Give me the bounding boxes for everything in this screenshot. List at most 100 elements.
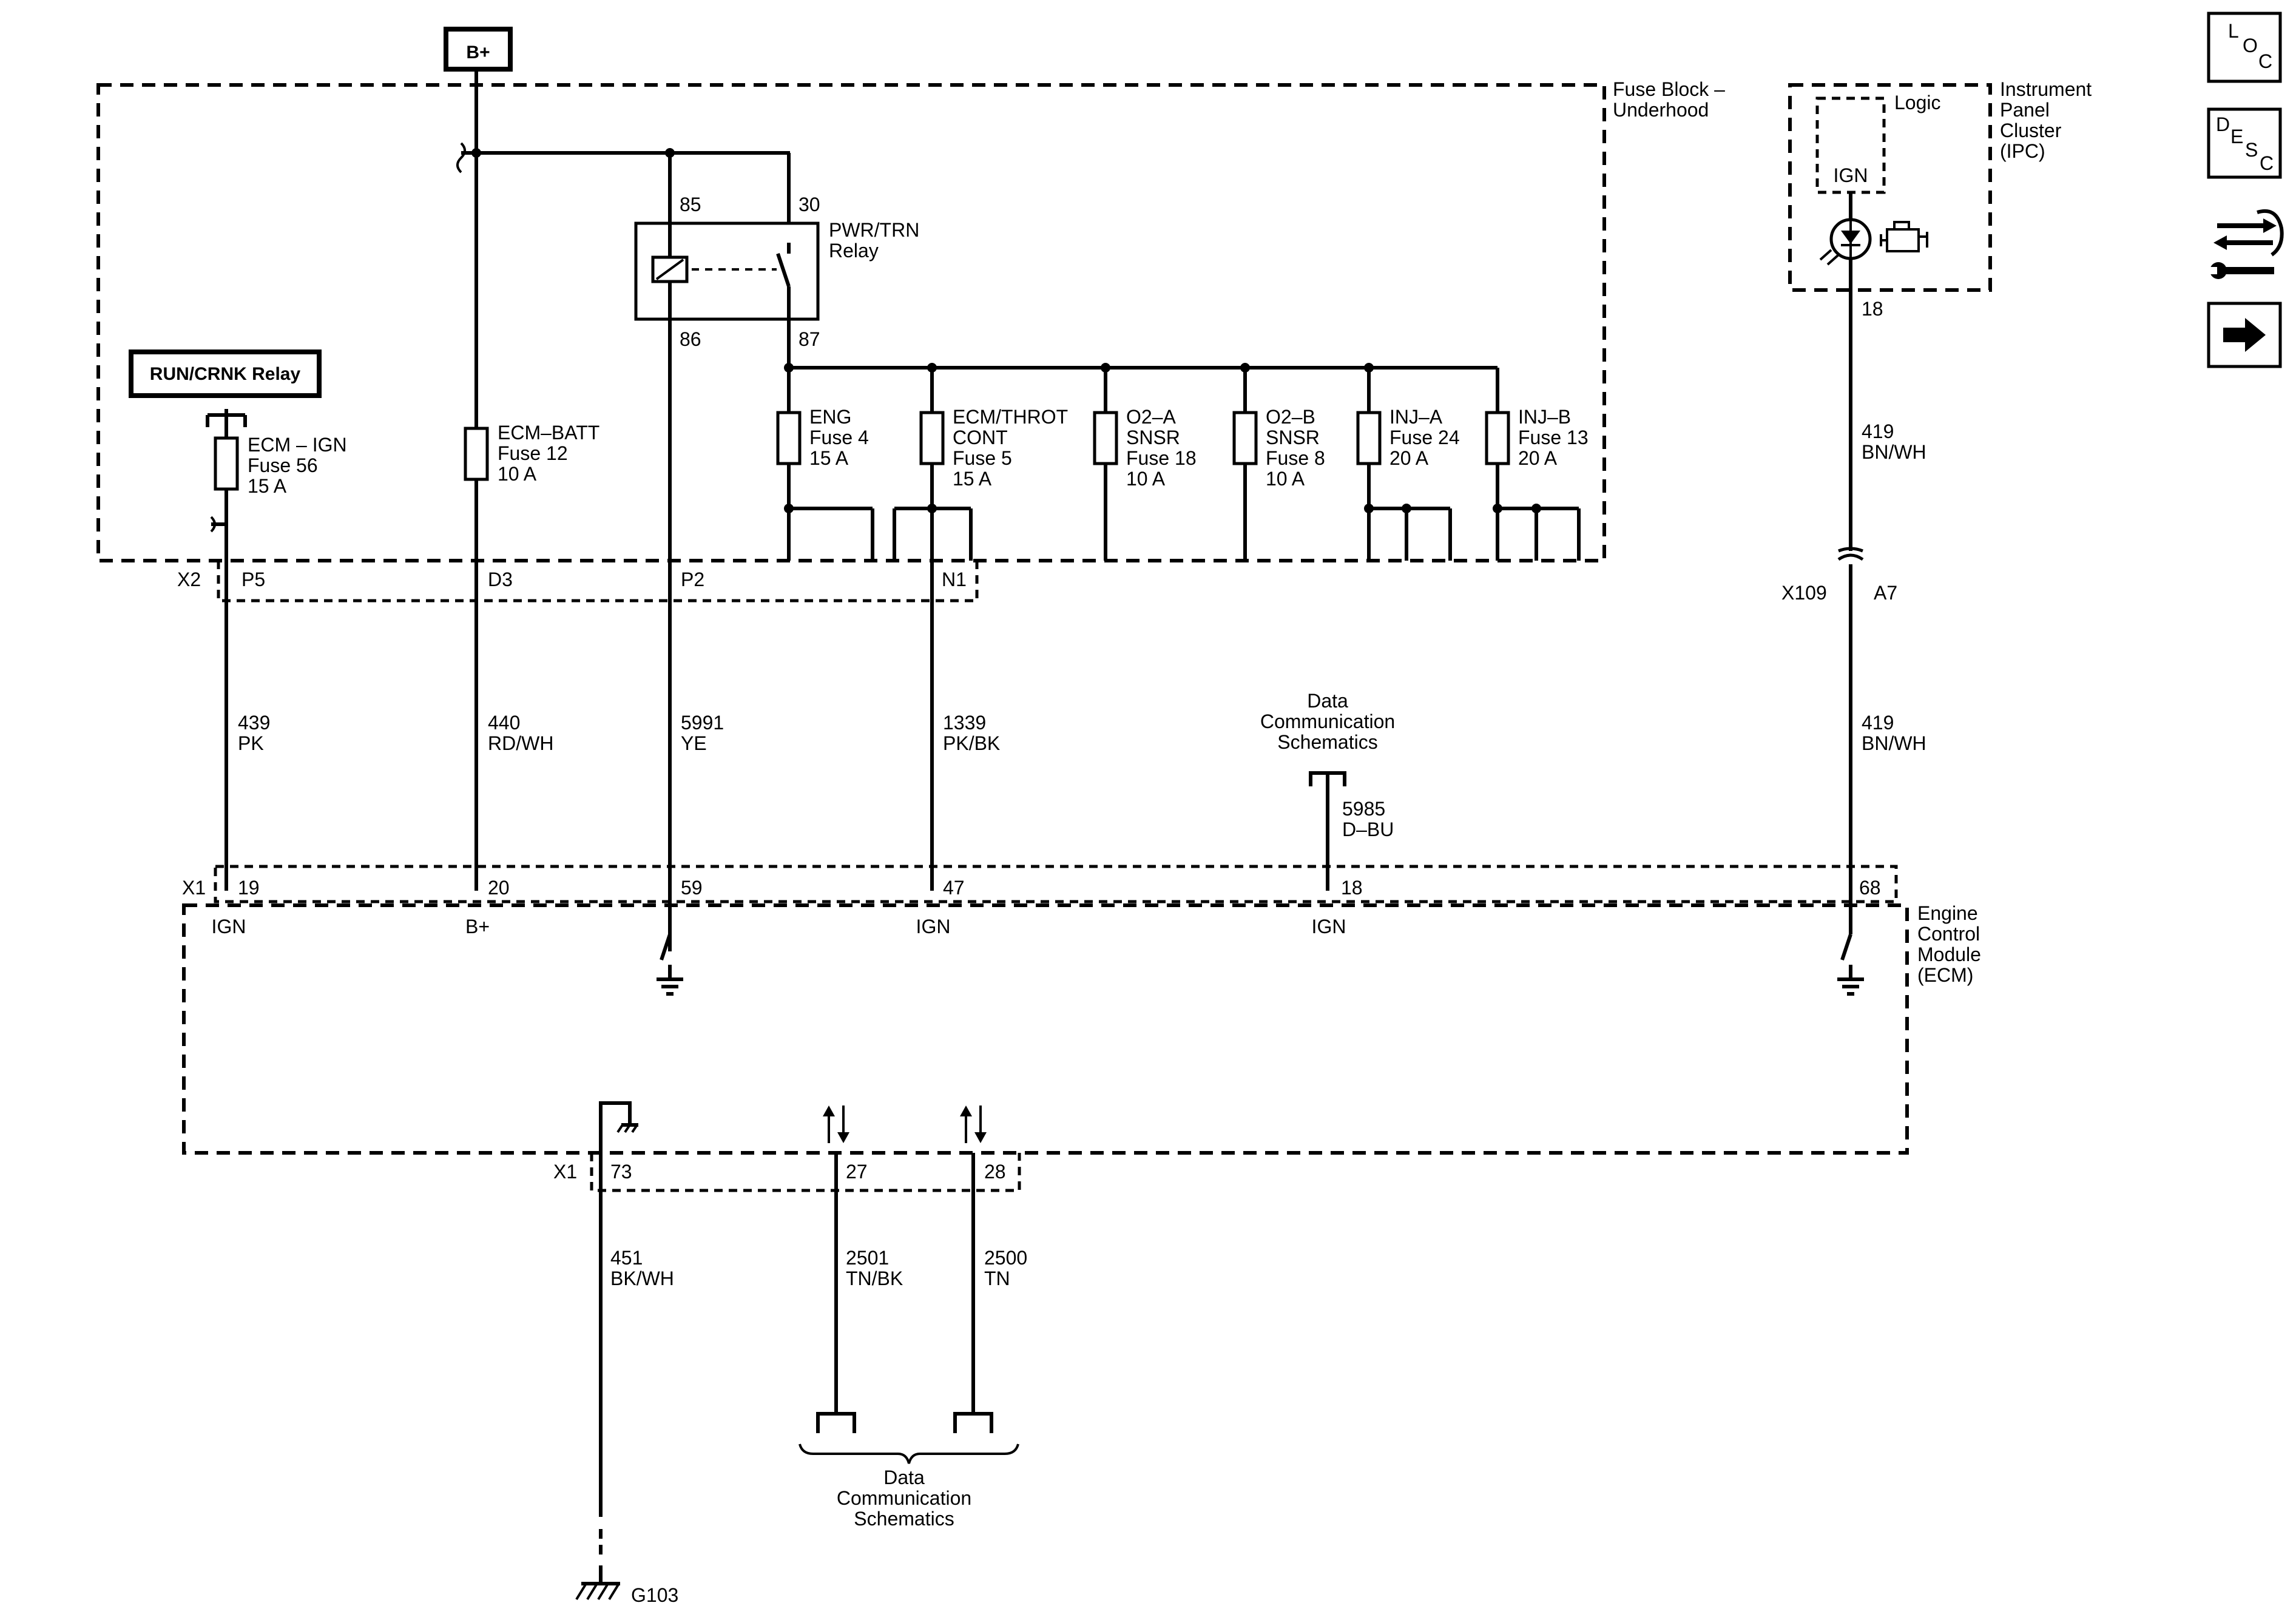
fuse-block-label: Fuse Block – bbox=[1613, 78, 1725, 100]
splice-dot bbox=[784, 504, 794, 513]
wire-1339-color: PK/BK bbox=[943, 732, 1000, 754]
relay-pin-85: 85 bbox=[680, 194, 701, 215]
wire-5985-number: 5985 bbox=[1342, 798, 1385, 820]
fuse-ecm-ign-rating: 15 A bbox=[248, 475, 287, 497]
desc-letter-e: E bbox=[2230, 126, 2243, 147]
fuse-o2b-number: Fuse 8 bbox=[1266, 447, 1325, 469]
fuse-eng-rating: 15 A bbox=[809, 447, 849, 469]
ecm-connector-x1-bottom-name: X1 bbox=[553, 1161, 577, 1183]
ecm-switch-59 bbox=[660, 934, 672, 960]
wire-5991-number: 5991 bbox=[681, 712, 724, 734]
fuse-ecm-ign-number: Fuse 56 bbox=[248, 454, 318, 476]
splice-dot bbox=[1402, 504, 1411, 513]
bidirectional-arrow-icon bbox=[960, 1106, 987, 1143]
connector-repair-button[interactable] bbox=[2209, 209, 2284, 279]
fuse-eng-name: ENG bbox=[809, 406, 851, 428]
ecm-pin-73: 73 bbox=[610, 1161, 632, 1183]
wire-439-number: 439 bbox=[238, 712, 270, 734]
connector-x2-pin-p2: P2 bbox=[681, 569, 704, 590]
pwr-trn-relay-box bbox=[634, 221, 820, 321]
fuse-o2b-name2: SNSR bbox=[1266, 427, 1320, 448]
splice-dot bbox=[927, 504, 937, 513]
wire-451-color: BK/WH bbox=[610, 1268, 674, 1289]
data-comm-bottom-symbol bbox=[953, 1412, 993, 1433]
wrench-icon bbox=[2209, 262, 2274, 279]
ipc-logic-label: Logic bbox=[1894, 92, 1941, 113]
ecm-ign-18: IGN bbox=[1312, 916, 1346, 937]
location-button[interactable]: L O C bbox=[2207, 12, 2282, 83]
ecm-connector-x1-outline bbox=[214, 865, 1898, 903]
ecm-pin-27: 27 bbox=[846, 1161, 868, 1183]
ecm-ign-19: IGN bbox=[212, 916, 246, 937]
ecm-connector-x1-name: X1 bbox=[182, 877, 206, 899]
ecm-pin-59: 59 bbox=[681, 877, 703, 899]
ipc-label: (IPC) bbox=[2000, 140, 2045, 162]
hand-icon bbox=[2257, 209, 2284, 257]
pwr-trn-relay-label: PWR/TRN bbox=[829, 219, 919, 241]
ecm-switch-68 bbox=[1840, 934, 1852, 960]
ecm-b-plus-20: B+ bbox=[465, 916, 490, 937]
wire-419b-number: 419 bbox=[1862, 712, 1894, 734]
fuse-inj-b bbox=[1485, 411, 1510, 465]
fuse-o2b-rating: 10 A bbox=[1266, 468, 1305, 490]
chassis-ground-icon bbox=[631, 1124, 638, 1133]
ipc-pin-18: 18 bbox=[1862, 298, 1883, 320]
fuse-block-label: Underhood bbox=[1613, 99, 1709, 121]
wire-5985-color: D–BU bbox=[1342, 819, 1394, 840]
b-plus-label: B+ bbox=[466, 42, 490, 62]
ecm-pin-19: 19 bbox=[238, 877, 260, 899]
connector-x2-pin-p5: P5 bbox=[241, 569, 265, 590]
ecm-pin-20: 20 bbox=[488, 877, 510, 899]
ecm-connector-x1-bottom-outline bbox=[590, 1153, 1021, 1192]
ipc-label: Panel bbox=[2000, 99, 2050, 121]
data-comm-bottom-label: Schematics bbox=[854, 1508, 954, 1530]
data-comm-bottom-label: Communication bbox=[837, 1487, 971, 1509]
chassis-ground-icon bbox=[616, 1124, 624, 1133]
data-comm-bottom-label: Data bbox=[883, 1467, 925, 1488]
bidirectional-arrow-icon bbox=[823, 1106, 849, 1143]
fuse-inj-a bbox=[1356, 411, 1382, 465]
wire-451 bbox=[599, 1101, 632, 1517]
fuse-ecm-throt-name2: CONT bbox=[953, 427, 1008, 448]
bus-feed-symbol bbox=[456, 142, 466, 174]
desc-letter-d: D bbox=[2216, 113, 2230, 135]
ipc-ign-label: IGN bbox=[1834, 164, 1868, 186]
fuse-o2a-snsr bbox=[1093, 411, 1118, 465]
fuse-o2b-name: O2–B bbox=[1266, 406, 1315, 428]
wire-2500-color: TN bbox=[984, 1268, 1010, 1289]
splice-dot bbox=[1531, 504, 1541, 513]
loc-letter-c: C bbox=[2258, 50, 2272, 72]
relay-switch-contact bbox=[776, 253, 791, 287]
fuse-o2a-name: O2–A bbox=[1126, 406, 1176, 428]
data-comm-top-label: Communication bbox=[1260, 711, 1395, 732]
ecm-outline bbox=[182, 903, 1909, 1155]
arrow-right-icon bbox=[2223, 318, 2266, 352]
fuse-eng-number: Fuse 4 bbox=[809, 427, 869, 448]
fuse-o2b-snsr bbox=[1232, 411, 1258, 465]
wire-440-number: 440 bbox=[488, 712, 520, 734]
relay-pin-30: 30 bbox=[799, 194, 820, 215]
fuse-eng bbox=[776, 411, 802, 465]
wire-440-color: RD/WH bbox=[488, 732, 553, 754]
connector-x109-name: X109 bbox=[1781, 582, 1827, 604]
data-comm-top-label: Schematics bbox=[1277, 731, 1377, 753]
fuse-ecm-batt-number: Fuse 12 bbox=[498, 442, 568, 464]
fuse-o2a-rating: 10 A bbox=[1126, 468, 1166, 490]
fuse-ecm-throt-rating: 15 A bbox=[953, 468, 992, 490]
chassis-ground-g103-icon bbox=[575, 1565, 620, 1601]
fuse-o2a-number: Fuse 18 bbox=[1126, 447, 1197, 469]
relay-coil-slash bbox=[655, 258, 684, 280]
fuse-injb-name: INJ–B bbox=[1518, 406, 1571, 428]
splice-dot bbox=[1493, 504, 1502, 513]
splice-dot bbox=[1364, 504, 1374, 513]
wire-451-number: 451 bbox=[610, 1247, 643, 1269]
b-plus-box bbox=[444, 27, 513, 72]
double-arrow-icon bbox=[2213, 218, 2277, 250]
ecm-pin-68: 68 bbox=[1859, 877, 1881, 899]
connector-x2-pin-n1: N1 bbox=[942, 569, 967, 590]
next-button[interactable] bbox=[2207, 302, 2282, 368]
description-button[interactable]: D E S C bbox=[2207, 107, 2282, 179]
fuse-ecm-ign bbox=[214, 436, 239, 491]
wire-1339-number: 1339 bbox=[943, 712, 986, 734]
